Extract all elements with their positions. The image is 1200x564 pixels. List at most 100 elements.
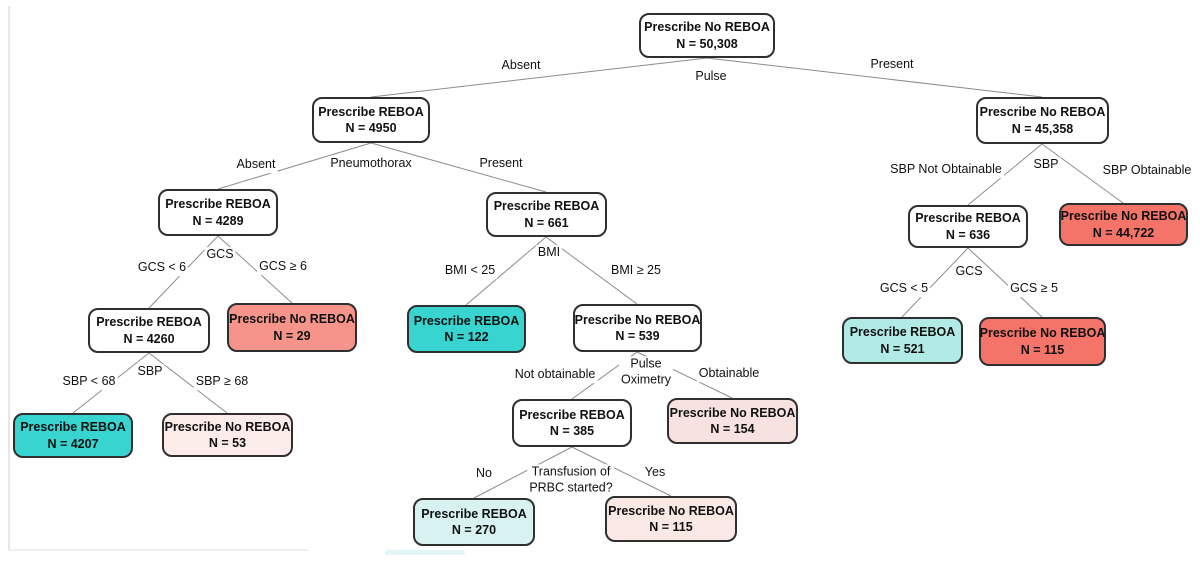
node-reboa-4289: Prescribe REBOA N = 4289 [158,189,278,236]
node-no-reboa-29: Prescribe No REBOA N = 29 [227,303,357,352]
node-count: N = 44,722 [1092,225,1155,240]
edge-label-pneumothorax: Pneumothorax [328,156,414,172]
node-count: N = 50,308 [676,36,738,51]
figure-bottom-border [8,549,308,551]
edge-label-transfusion-line1: Transfusion of [531,464,611,479]
node-count: N = 29 [273,328,311,343]
edge-label-bmi-lt25: BMI < 25 [442,263,498,279]
compression-artifact [385,550,465,555]
node-count: N = 661 [524,215,569,230]
edge-label-sbp-lt68: SBP < 68 [60,374,118,390]
node-count: N = 115 [649,520,693,534]
node-reboa-4207: Prescribe REBOA N = 4207 [13,413,133,458]
edge-label-sbp-not-obtainable: SBP Not Obtainable [888,162,1004,178]
edge-gcs-ge6 [217,235,293,304]
node-count: N = 539 [615,329,660,343]
edge-label-sbp-ge68: SBP ≥ 68 [193,374,251,390]
edge-tx-no [473,446,573,499]
edge-label-bmi-ge25: BMI ≥ 25 [609,263,663,279]
node-count: N = 385 [549,424,595,438]
node-title: Prescribe No REBOA [644,20,770,35]
node-title: Prescribe No REBOA [1060,209,1187,224]
node-title: Prescribe REBOA [413,313,520,328]
edge-label-gcs-ge6: GCS ≥ 6 [257,259,309,275]
edge-label-sbp-right: SBP [1031,157,1061,173]
node-title: Prescribe REBOA [96,315,202,330]
node-count: N = 636 [945,227,991,242]
figure-left-border [8,6,10,551]
edge-label-absent-pneumo: Absent [234,157,278,173]
edge-label-pulse-oximetry: Pulse Oximetry [619,356,673,388]
node-title: Prescribe REBOA [165,197,271,212]
node-count: N = 4207 [47,436,99,451]
edge-label-sbp-left: SBP [135,364,165,380]
edge-label-gcs-right: GCS [953,264,985,280]
node-no-reboa-115-right: Prescribe No REBOA N = 115 [979,317,1106,366]
edge-sbp-not-obt [967,143,1043,206]
edge-gcs-lt5 [901,247,969,318]
node-count: N = 154 [710,422,755,436]
edge-label-gcs-lt6: GCS < 6 [135,260,189,276]
node-count: N = 4260 [123,331,175,346]
edge-label-not-obtainable: Not obtainable [512,367,598,383]
node-reboa-521: Prescribe REBOA N = 521 [842,317,963,364]
edge-label-gcs-ge5: GCS ≥ 5 [1008,281,1060,297]
edge-label-pulse: Pulse [693,69,729,85]
node-no-reboa-53: Prescribe No REBOA N = 53 [162,413,293,457]
node-title: Prescribe REBOA [915,211,1021,226]
edge-label-no: No [474,466,494,482]
node-count: N = 521 [880,341,925,356]
edge-bmi-lt25 [465,236,547,306]
node-count: N = 4289 [192,213,244,228]
node-reboa-122: Prescribe REBOA N = 122 [407,305,526,353]
node-count: N = 270 [451,523,497,537]
node-title: Prescribe No REBOA [164,419,291,434]
node-title: Prescribe No REBOA [574,312,701,327]
edge-sbp-ge68 [148,352,228,414]
node-title: Prescribe No REBOA [979,326,1106,341]
node-title: Prescribe REBOA [421,506,527,521]
edge-label-present-pulse: Present [868,57,916,73]
edge-label-pulse-oximetry-line1: Pulse [630,356,662,371]
node-title: Prescribe REBOA [318,104,424,119]
edge-label-bmi: BMI [535,245,563,261]
node-count: N = 4950 [345,121,397,135]
node-reboa-385: Prescribe REBOA N = 385 [512,399,632,447]
node-title: Prescribe No REBOA [229,312,355,327]
node-count: N = 115 [1020,342,1065,357]
node-no-reboa-45358: Prescribe No REBOA N = 45,358 [976,97,1109,144]
node-title: Prescribe REBOA [493,199,600,214]
node-reboa-661: Prescribe REBOA N = 661 [486,192,607,237]
node-title: Prescribe REBOA [20,420,126,435]
node-no-reboa-154: Prescribe No REBOA N = 154 [667,398,798,444]
edge-sbp-obt [1041,143,1124,204]
edge-tx-yes [571,446,672,497]
node-root-no-reboa-50308: Prescribe No REBOA N = 50,308 [639,13,775,58]
edge-gcs-ge5 [967,247,1043,318]
node-no-reboa-44722: Prescribe No REBOA N = 44,722 [1059,203,1188,246]
node-title: Prescribe No REBOA [979,105,1106,120]
edge-label-obtainable: Obtainable [696,366,762,382]
node-count: N = 45,358 [1011,121,1074,136]
node-count: N = 122 [444,330,489,344]
edge-label-gcs-lt5: GCS < 5 [877,281,931,297]
node-reboa-4260: Prescribe REBOA N = 4260 [88,308,210,353]
node-count: N = 53 [208,436,247,450]
edge-pneu-absent [217,142,372,190]
edge-label-sbp-obtainable: SBP Obtainable [1100,163,1194,179]
edge-label-yes: Yes [642,465,668,481]
edge-root-absent [370,57,708,98]
node-no-reboa-115-mid: Prescribe No REBOA N = 115 [605,496,737,542]
node-title: Prescribe No REBOA [608,503,734,518]
node-no-reboa-539: Prescribe No REBOA N = 539 [573,304,702,352]
edge-label-absent-pulse: Absent [499,58,543,74]
node-title: Prescribe REBOA [849,325,956,340]
node-title: Prescribe REBOA [519,407,625,422]
edge-root-present [706,57,1043,98]
edge-label-pulse-oximetry-line2: Oximetry [621,372,671,386]
edge-label-transfusion: Transfusion of PRBC started? [527,464,615,496]
edge-pneu-present [370,142,547,193]
edge-label-present-pneumo: Present [477,156,525,172]
edge-label-transfusion-line2: PRBC started? [529,480,613,494]
